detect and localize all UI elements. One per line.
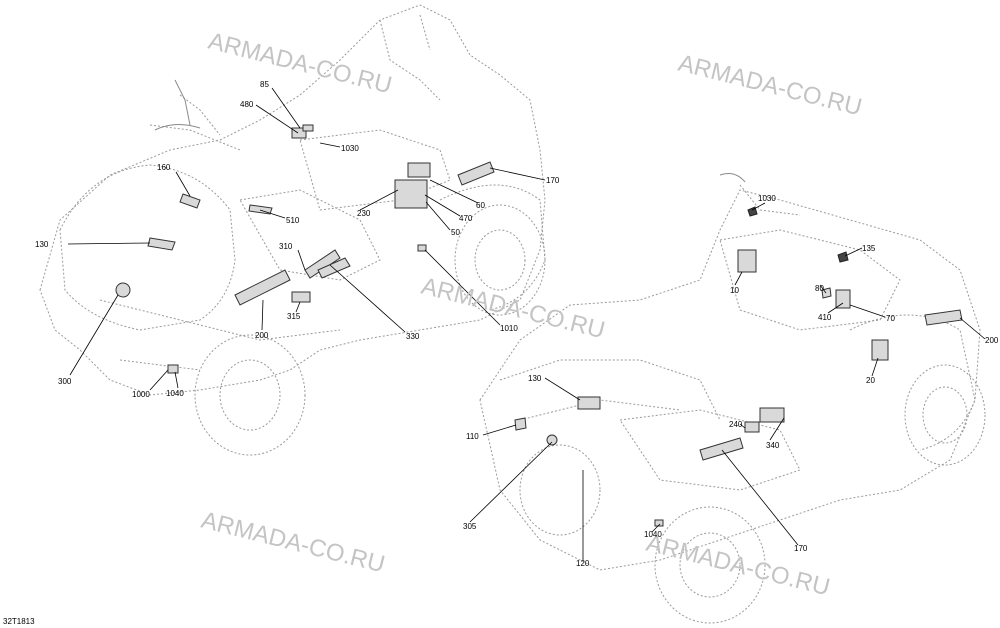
decal-130 (147, 237, 176, 251)
callout-label[interactable]: 340 (766, 441, 780, 450)
decal-135 (837, 251, 849, 263)
decal-1040-front (167, 364, 179, 374)
decal-240 (744, 421, 760, 433)
callout-label[interactable]: 305 (463, 522, 477, 531)
decal-310 (304, 249, 341, 279)
decal-50 (394, 179, 428, 209)
decal-200-rear (924, 309, 963, 326)
watermark: ARMADA-CO.RU (419, 273, 608, 345)
callout-label[interactable]: 1030 (758, 194, 776, 203)
vehicle-front-view (39, 4, 546, 456)
callout-label[interactable]: 1030 (341, 144, 359, 153)
callout-label[interactable]: 50 (451, 228, 460, 237)
callout-label[interactable]: 310 (279, 242, 293, 251)
decal-170-rear (699, 437, 744, 461)
decal-160 (179, 193, 201, 209)
decal-1010 (417, 244, 427, 252)
watermark: ARMADA-CO.RU (676, 50, 865, 122)
decal-300 (115, 282, 131, 298)
callout-label[interactable]: 1040 (644, 530, 662, 539)
callout-label[interactable]: 20 (866, 376, 875, 385)
decal-340 (759, 407, 785, 423)
callout-label[interactable]: 1000 (132, 390, 150, 399)
callout-label[interactable]: 410 (818, 313, 832, 322)
callout-label[interactable]: 170 (546, 176, 560, 185)
decal-1030-rear (747, 206, 758, 217)
decal-170 (457, 161, 495, 186)
decal-85 (291, 127, 307, 139)
callout-label[interactable]: 130 (35, 240, 49, 249)
vehicle-rear-view (469, 173, 986, 624)
decal-60 (407, 162, 431, 178)
callout-label[interactable]: 120 (576, 559, 590, 568)
callout-label[interactable]: 510 (286, 216, 300, 225)
callout-label[interactable]: 170 (794, 544, 808, 553)
watermark: ARMADA-CO.RU (206, 28, 395, 100)
decal-480 (302, 124, 314, 132)
callout-label[interactable]: 330 (406, 332, 420, 341)
callout-label[interactable]: 200 (985, 336, 999, 345)
watermark: ARMADA-CO.RU (199, 507, 388, 579)
decal-20 (871, 339, 889, 361)
callout-label[interactable]: 480 (240, 100, 254, 109)
callout-label[interactable]: 1010 (500, 324, 518, 333)
decal-305 (546, 434, 558, 446)
decal-10 (737, 249, 757, 273)
watermark: ARMADA-CO.RU (644, 530, 833, 602)
callout-label[interactable]: 10 (730, 286, 739, 295)
decal-130-rear (577, 396, 601, 410)
callout-label[interactable]: 230 (357, 209, 371, 218)
callout-label[interactable]: 85 (260, 80, 269, 89)
callout-label[interactable]: 80 (815, 284, 824, 293)
callout-label[interactable]: 240 (729, 420, 743, 429)
callout-label[interactable]: 60 (476, 201, 485, 210)
decal-410 (835, 289, 851, 309)
callout-label[interactable]: 315 (287, 312, 301, 321)
decal-200 (234, 269, 291, 306)
decal-1040-rear (654, 519, 664, 527)
callout-label[interactable]: 470 (459, 214, 473, 223)
callout-label[interactable]: 300 (58, 377, 72, 386)
callout-label[interactable]: 1040 (166, 389, 184, 398)
diagram-reference: 32T1813 (3, 617, 35, 626)
decal-330 (317, 257, 351, 279)
callout-label[interactable]: 110 (466, 432, 479, 441)
callout-label[interactable]: 160 (157, 163, 171, 172)
callout-label[interactable]: 200 (255, 331, 269, 340)
callout-label[interactable]: 130 (528, 374, 542, 383)
callout-label[interactable]: 135 (862, 244, 876, 253)
callout-label[interactable]: 70 (886, 314, 895, 323)
decal-315 (291, 291, 311, 303)
decal-110 (514, 417, 527, 431)
